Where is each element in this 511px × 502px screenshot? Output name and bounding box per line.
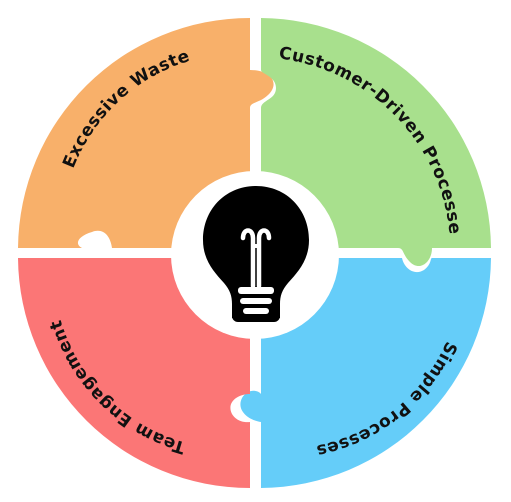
lightbulb-icon [203,186,309,322]
segment-team-engagement [18,258,250,488]
